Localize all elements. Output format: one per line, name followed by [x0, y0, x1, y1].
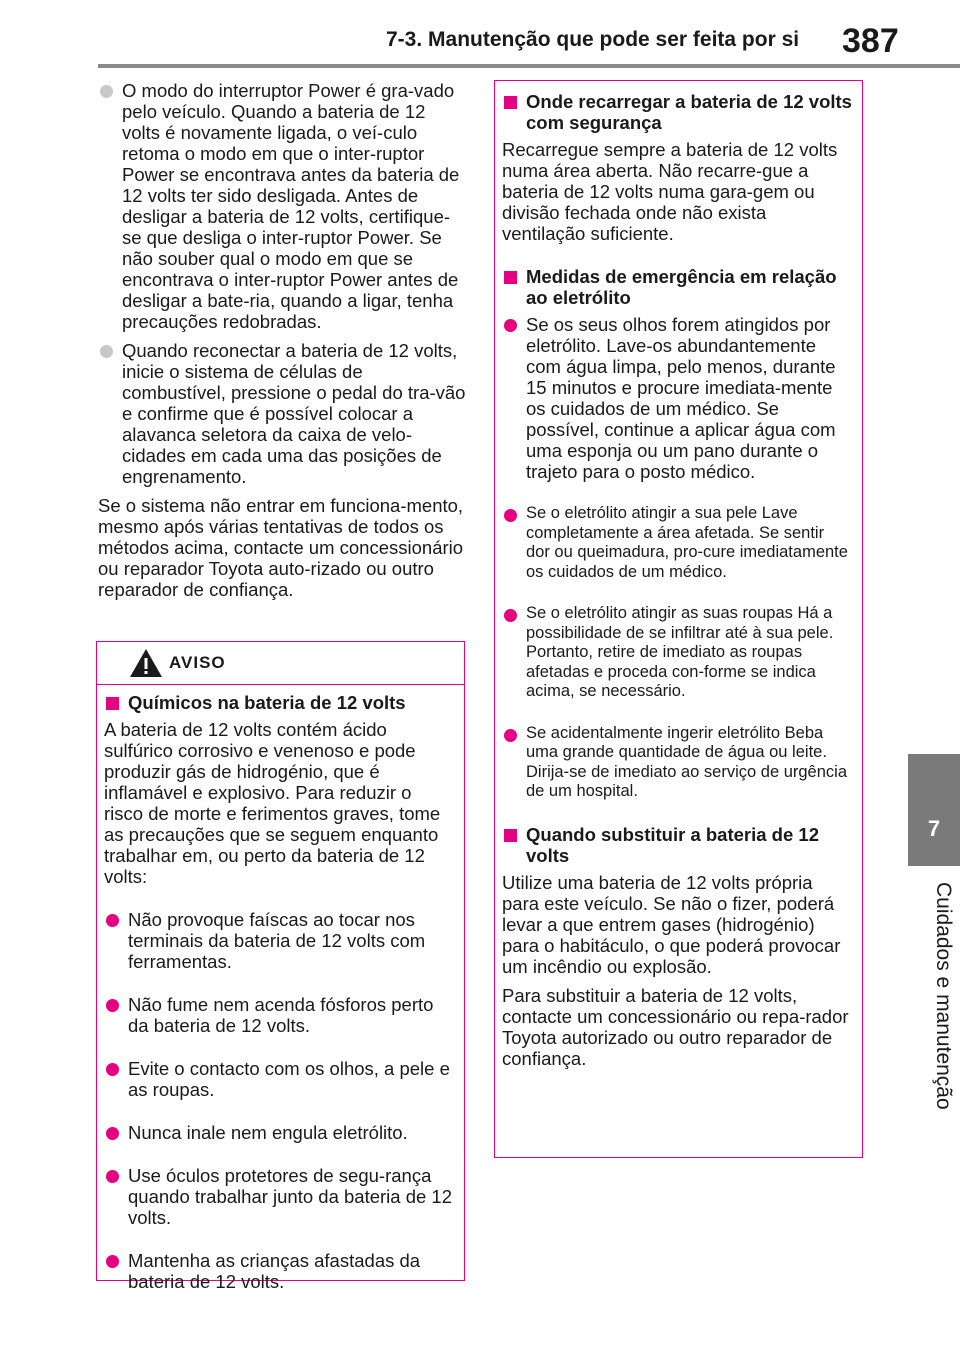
left-column: O modo do interruptor Power é gra-vado p… — [98, 80, 468, 608]
paragraph-recharge: Recarregue sempre a bateria de 12 volts … — [502, 139, 838, 244]
heading-replace: Quando substituir a bateria de 12 volts — [502, 824, 852, 866]
heading-recharge: Onde recarregar a bateria de 12 volts co… — [502, 91, 852, 133]
warning-icon — [130, 649, 162, 677]
warning-heading: Químicos na bateria de 12 volts — [104, 692, 454, 713]
warning-item: Mantenha as crianças afastadas da bateri… — [104, 1250, 454, 1292]
warning-item: Nunca inale nem engula eletrólito. — [104, 1122, 454, 1143]
bullet-reconnect: Quando reconectar a bateria de 12 volts,… — [98, 340, 468, 487]
warning-item: Não provoque faíscas ao tocar nos termin… — [104, 909, 454, 972]
warning-item: Use óculos protetores de segu-rança quan… — [104, 1165, 454, 1228]
paragraph-replace: Utilize uma bateria de 12 volts própria … — [502, 871, 841, 977]
bullet-power-mode: O modo do interruptor Power é gra-vado p… — [98, 80, 468, 332]
info-content: Onde recarregar a bateria de 12 volts co… — [502, 91, 852, 1077]
paragraph-replace-contact: Para substituir a bateria de 12 volts, c… — [502, 984, 849, 1069]
warning-intro: A bateria de 12 volts contém ácido sulfú… — [104, 719, 441, 887]
header-divider — [98, 64, 960, 68]
warning-content: Químicos na bateria de 12 volts A bateri… — [104, 692, 454, 1300]
warning-title: AVISO — [169, 653, 226, 672]
warning-item: Não fume nem acenda fósforos perto da ba… — [104, 994, 454, 1036]
info-box: Onde recarregar a bateria de 12 volts co… — [494, 80, 863, 1158]
emergency-clothes: Se o eletrólito atingir as suas roupas H… — [502, 604, 852, 702]
chapter-label: Cuidados e manutenção — [932, 882, 955, 1110]
warning-item: Evite o contacto com os olhos, a pele e … — [104, 1058, 454, 1100]
section-title: 7-3. Manutenção que pode ser feita por s… — [386, 28, 800, 51]
page-number: 387 — [842, 22, 899, 60]
paragraph-contact-dealer: Se o sistema não entrar em funciona-ment… — [98, 495, 464, 600]
emergency-ingest: Se acidentalmente ingerir eletrólito Beb… — [502, 724, 852, 802]
warning-header: AVISO — [97, 642, 464, 685]
emergency-skin: Se o eletrólito atingir a sua pele Lave … — [502, 504, 852, 582]
heading-emergency: Medidas de emergência em relação ao elet… — [502, 266, 852, 308]
chapter-tab: 7 — [908, 754, 960, 866]
warning-box: AVISO Químicos na bateria de 12 volts A … — [96, 641, 465, 1292]
emergency-eyes: Se os seus olhos forem atingidos por ele… — [502, 314, 852, 482]
